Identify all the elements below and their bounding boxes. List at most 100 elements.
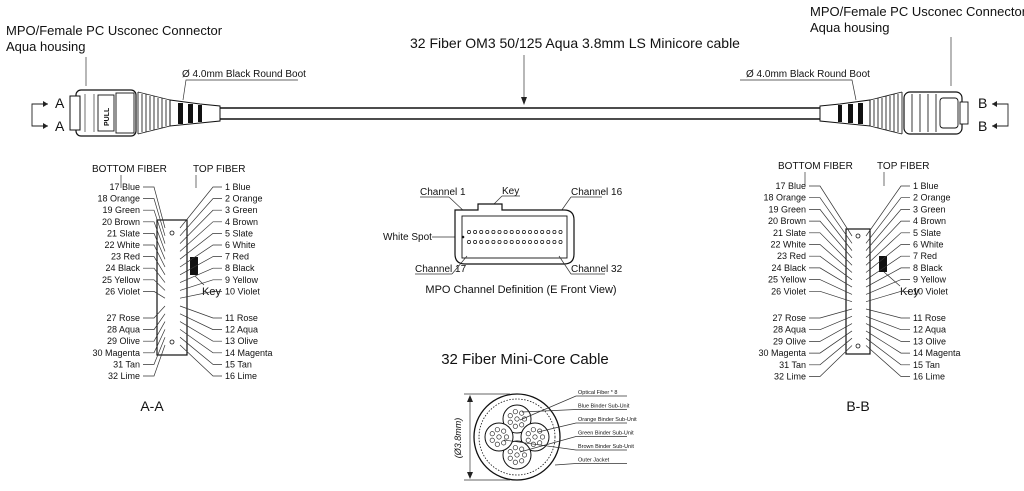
top-fiber-leader (179, 209, 222, 244)
top-fiber-label: 10 Violet (913, 286, 948, 296)
bottom-fiber-leader (809, 308, 853, 319)
right-connector-line2: Aqua housing (810, 20, 890, 35)
top-fiber-leader (179, 186, 222, 229)
optical-fiber (521, 452, 527, 458)
cable-title: 32 Fiber OM3 50/125 Aqua 3.8mm LS Minico… (410, 35, 740, 51)
bottom-fiber-leader (143, 233, 166, 260)
bottom-fiber-label: 29 Olive (107, 336, 140, 346)
cable-section-leader (554, 463, 627, 466)
top-fiber-leader (865, 232, 910, 266)
optical-fiber (512, 445, 518, 451)
top-fiber-leader (179, 329, 222, 354)
bottom-fiber-leader (809, 345, 853, 377)
bottom-fiber-label: 25 Yellow (102, 275, 141, 285)
left-end-markers: A A (31, 95, 65, 134)
top-fiber-label: 12 Aqua (225, 325, 258, 335)
fiber-hole (509, 240, 514, 244)
bottom-fiber-label: 26 Violet (771, 286, 806, 296)
top-fiber-label: 7 Red (913, 251, 937, 261)
fiber-hole (534, 240, 539, 244)
bottom-fiber-leader (143, 329, 166, 354)
top-fiber-leader (179, 321, 222, 342)
top-fiber-leader (865, 337, 910, 366)
optical-fiber (489, 431, 495, 437)
bottom-fiber-leader (809, 337, 853, 366)
optical-fiber (519, 422, 525, 428)
channel-key-label: Key (502, 186, 519, 197)
fiber-hole (503, 230, 508, 234)
fiber-hole (503, 240, 508, 244)
bottom-fiber-leader (143, 186, 166, 229)
optical-fiber (514, 452, 520, 458)
bottom-fiber-leader (809, 255, 853, 281)
bottom-fiber-label: 27 Rose (772, 313, 806, 323)
optical-fiber (494, 441, 500, 447)
top-fiber-label: 1 Blue (913, 181, 939, 191)
optical-fiber (494, 427, 500, 433)
top-fiber-label: 11 Rose (913, 313, 946, 323)
bottom-fiber-label: 21 Slate (773, 228, 806, 238)
bottom-fiber-label: 27 Rose (106, 313, 140, 323)
bottom-fiber-label: 20 Brown (768, 216, 806, 226)
top-fiber-leader (865, 290, 910, 303)
right-connector-line1: MPO/Female PC Usconec Connector (810, 4, 1024, 19)
channel-32-label: Channel 32 (571, 264, 623, 275)
fiber-hole (528, 240, 532, 244)
left-fiber-leaders (143, 186, 222, 377)
fiber-hole (479, 240, 484, 244)
top-fiber-label: 12 Aqua (913, 325, 946, 335)
fiber-hole (515, 230, 520, 234)
top-fiber-label: 10 Violet (225, 286, 260, 296)
bottom-fiber-label: 31 Tan (113, 359, 140, 369)
optical-fiber (501, 428, 507, 434)
left-connector-line2: Aqua housing (6, 39, 86, 54)
top-fiber-label: 9 Yellow (913, 275, 947, 285)
optical-fiber (532, 434, 538, 440)
top-fiber-leader (865, 267, 910, 288)
top-fiber-label: 8 Black (225, 263, 255, 273)
right-boot-label: Ø 4.0mm Black Round Boot (746, 69, 870, 80)
right-view-label: B-B (846, 398, 869, 414)
optical-fiber (525, 437, 531, 443)
optical-fiber (512, 423, 518, 429)
left-marker-top: A (55, 95, 65, 111)
bottom-fiber-label: 17 Blue (775, 181, 806, 191)
top-fiber-leader (865, 279, 910, 295)
bottom-fiber-leader (809, 197, 853, 244)
cable-section-label: Outer Jacket (578, 458, 610, 464)
cable-section-label: Green Binder Sub-Unit (578, 431, 634, 437)
fiber-hole (534, 230, 539, 234)
top-fiber-leader (865, 323, 910, 342)
bottom-fiber-label: 18 Orange (763, 193, 806, 203)
bottom-fiber-label: 18 Orange (97, 194, 140, 204)
top-fiber-label: 6 White (225, 240, 256, 250)
fiber-hole (479, 230, 484, 234)
top-fiber-label: 13 Olive (913, 336, 946, 346)
bottom-fiber-leader (809, 232, 853, 266)
top-fiber-leader (865, 330, 910, 354)
top-fiber-label: 5 Slate (913, 228, 941, 238)
top-fiber-leader (179, 279, 222, 291)
top-fiber-leader (865, 220, 910, 259)
top-fiber-label: 3 Green (225, 205, 258, 215)
left-key-block (190, 257, 198, 275)
cable-section-leader (521, 409, 627, 413)
top-fiber-label: 16 Lime (225, 371, 257, 381)
fiber-hole (558, 240, 563, 244)
optical-fiber (501, 440, 507, 446)
top-fiber-label: 5 Slate (225, 228, 253, 238)
left-boot-leader (182, 79, 298, 101)
right-ferrule-face (845, 228, 871, 355)
fiber-hole (540, 240, 545, 244)
right-connector: MPO/Female PC Usconec Connector Aqua hou… (740, 4, 1024, 135)
left-marker-bottom: A (55, 118, 65, 134)
bottom-fiber-leader (143, 321, 166, 342)
top-fiber-label: 4 Brown (913, 216, 946, 226)
left-connector-line1: MPO/Female PC Usconec Connector (6, 23, 223, 38)
top-fiber-label: 13 Olive (225, 336, 258, 346)
top-fiber-label: 11 Rose (225, 313, 258, 323)
bottom-fiber-label: 25 Yellow (768, 275, 807, 285)
